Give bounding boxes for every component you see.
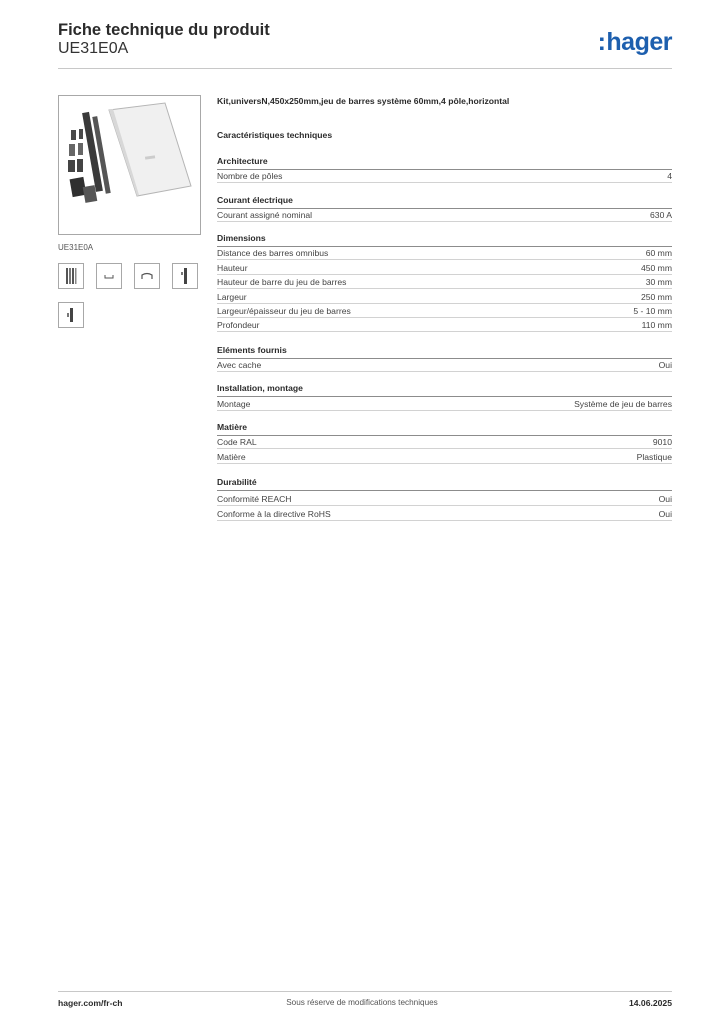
spec-row: Courant assigné nominal 630 A — [217, 208, 672, 222]
thumbnail-busbar-icon — [66, 268, 77, 284]
product-illustration — [68, 102, 192, 203]
thumbnail-3[interactable] — [134, 263, 160, 289]
spec-value: 9010 — [652, 437, 672, 447]
spec-row: Conforme à la directive RoHS Oui — [217, 507, 672, 521]
product-reference: UE31E0A — [58, 40, 129, 57]
spec-label: Distance des barres omnibus — [217, 248, 329, 258]
spec-value: 4 — [667, 171, 672, 181]
logo-colon-mark: : — [597, 28, 606, 56]
spec-row: Avec cache Oui — [217, 358, 672, 372]
section-title-supplied-items: Eléments fournis — [217, 344, 672, 359]
thumbnail-bracket-icon — [141, 272, 153, 279]
spec-label: Hauteur de barre du jeu de barres — [217, 277, 347, 287]
footer-website-link[interactable]: hager.com/fr-ch — [58, 998, 123, 1008]
product-image-caption: UE31E0A — [58, 243, 94, 252]
thumbnail-support-icon — [67, 308, 73, 322]
header-divider — [58, 68, 672, 69]
product-image[interactable] — [58, 95, 201, 235]
section-title-installation: Installation, montage — [217, 382, 672, 397]
spec-row: Hauteur de barre du jeu de barres 30 mm — [217, 275, 672, 289]
spec-label: Montage — [217, 399, 251, 409]
spec-label: Profondeur — [217, 320, 260, 330]
spec-value: 250 mm — [640, 292, 672, 302]
spec-label: Conformité REACH — [217, 494, 292, 504]
thumbnail-4[interactable] — [172, 263, 198, 289]
spec-value: 30 mm — [645, 277, 672, 287]
spec-value: Oui — [658, 509, 672, 519]
footer-divider — [58, 991, 672, 992]
spec-row: Conformité REACH Oui — [217, 492, 672, 506]
specs-heading: Caractéristiques techniques — [217, 130, 333, 140]
spec-value: 110 mm — [641, 320, 672, 330]
page-title: Fiche technique du produit — [58, 21, 270, 39]
spec-row: Montage Système de jeu de barres — [217, 397, 672, 411]
spec-value: Oui — [658, 360, 672, 370]
thumbnail-5[interactable] — [58, 302, 84, 328]
section-title-electrical: Courant électrique — [217, 194, 672, 209]
spec-label: Code RAL — [217, 437, 257, 447]
spec-value: 60 mm — [645, 248, 672, 258]
logo-text: hager — [606, 28, 672, 56]
spec-row: Largeur 250 mm — [217, 290, 672, 304]
spec-value: Plastique — [636, 452, 672, 462]
spec-row: Hauteur 450 mm — [217, 261, 672, 275]
section-title-dimensions: Dimensions — [217, 232, 672, 247]
spec-label: Avec cache — [217, 360, 262, 370]
thumbnail-2[interactable] — [96, 263, 122, 289]
product-description: Kit,universN,450x250mm,jeu de barres sys… — [217, 96, 510, 106]
spec-label: Hauteur — [217, 263, 248, 273]
spec-label: Nombre de pôles — [217, 171, 283, 181]
spec-row: Largeur/épaisseur du jeu de barres 5 - 10… — [217, 304, 672, 318]
section-title-material: Matière — [217, 421, 672, 436]
thumbnail-1[interactable] — [58, 263, 84, 289]
section-title-architecture: Architecture — [217, 155, 672, 170]
spec-label: Largeur — [217, 292, 247, 302]
thumbnail-bar-icon — [181, 268, 187, 284]
spec-value: 450 mm — [640, 263, 672, 273]
spec-row: Code RAL 9010 — [217, 435, 672, 449]
spec-row: Nombre de pôles 4 — [217, 169, 672, 183]
thumbnail-clip-icon — [104, 275, 114, 279]
spec-row: Distance des barres omnibus 60 mm — [217, 246, 672, 260]
spec-value: 630 A — [650, 210, 672, 220]
spec-label: Courant assigné nominal — [217, 210, 313, 220]
footer-notice: Sous réserve de modifications techniques — [286, 998, 438, 1007]
spec-value: 5 - 10 mm — [633, 306, 672, 316]
section-title-durability: Durabilité — [217, 476, 672, 491]
spec-row: Matière Plastique — [217, 450, 672, 464]
spec-label: Matière — [217, 452, 246, 462]
spec-label: Largeur/épaisseur du jeu de barres — [217, 306, 351, 316]
hager-logo[interactable]: :hager — [597, 28, 673, 57]
spec-value: Oui — [658, 494, 672, 504]
spec-value: Système de jeu de barres — [574, 399, 672, 409]
spec-row: Profondeur 110 mm — [217, 318, 672, 332]
footer-date: 14.06.2025 — [628, 998, 672, 1008]
spec-label: Conforme à la directive RoHS — [217, 509, 331, 519]
